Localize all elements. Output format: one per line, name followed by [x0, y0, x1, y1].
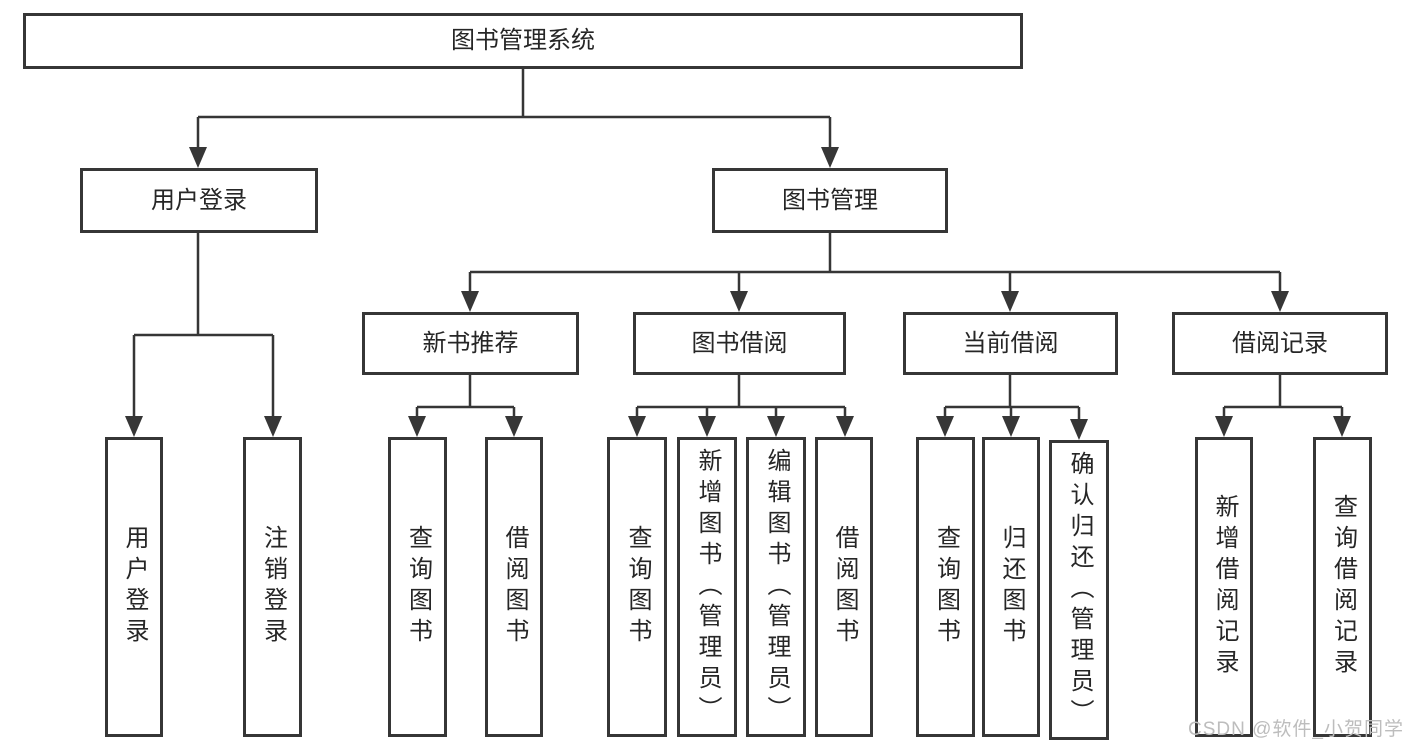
- node-query-books-current: 查询图书: [916, 437, 975, 737]
- node-label: 借阅图书: [501, 525, 528, 649]
- node-label: 归还图书: [998, 525, 1025, 649]
- node-edit-books-admin: 编辑图书（管理员）: [746, 437, 806, 737]
- node-add-books-admin: 新增图书（管理员）: [677, 437, 737, 737]
- node-borrow-books: 借阅图书: [815, 437, 873, 737]
- node-label: 借阅图书: [831, 525, 858, 649]
- node-label: 注销登录: [259, 525, 287, 649]
- node-return-books: 归还图书: [982, 437, 1040, 737]
- node-current-borrowing: 当前借阅: [903, 312, 1118, 375]
- node-user-login-action: 用户登录: [105, 437, 163, 737]
- node-label: 当前借阅: [962, 329, 1059, 357]
- node-label: 图书借阅: [691, 329, 788, 357]
- node-library-system: 图书管理系统: [23, 13, 1023, 69]
- node-label: 查询图书: [404, 525, 432, 649]
- node-label: 新增借阅记录: [1211, 494, 1238, 680]
- node-label: 用户登录: [121, 525, 148, 649]
- node-query-books-borrow: 查询图书: [607, 437, 667, 737]
- node-borrow-books-recommend: 借阅图书: [485, 437, 543, 737]
- node-label: 借阅记录: [1232, 329, 1328, 357]
- node-confirm-return-admin: 确认归还（管理员）: [1049, 440, 1109, 740]
- node-label: 用户登录: [151, 186, 247, 214]
- node-book-management: 图书管理: [712, 168, 948, 233]
- node-borrowing-records: 借阅记录: [1172, 312, 1388, 375]
- node-user-login: 用户登录: [80, 168, 318, 233]
- node-query-borrow-record: 查询借阅记录: [1313, 437, 1372, 737]
- node-new-book-recommendation: 新书推荐: [362, 312, 579, 375]
- node-logout: 注销登录: [243, 437, 302, 737]
- node-label: 查询图书: [932, 525, 960, 649]
- node-label: 查询借阅记录: [1329, 494, 1357, 680]
- node-label: 新增图书（管理员）: [694, 447, 721, 727]
- node-query-books-recommend: 查询图书: [388, 437, 447, 737]
- node-add-borrow-record: 新增借阅记录: [1195, 437, 1253, 737]
- node-label: 确认归还（管理员）: [1066, 450, 1093, 730]
- node-label: 图书管理系统: [451, 27, 595, 54]
- node-label: 查询图书: [624, 525, 651, 649]
- node-label: 图书管理: [782, 186, 878, 214]
- node-book-borrowing: 图书借阅: [633, 312, 846, 375]
- node-label: 新书推荐: [422, 329, 519, 357]
- node-label: 编辑图书（管理员）: [763, 447, 790, 727]
- csdn-watermark: CSDN @软件_小贺同学: [1188, 719, 1404, 740]
